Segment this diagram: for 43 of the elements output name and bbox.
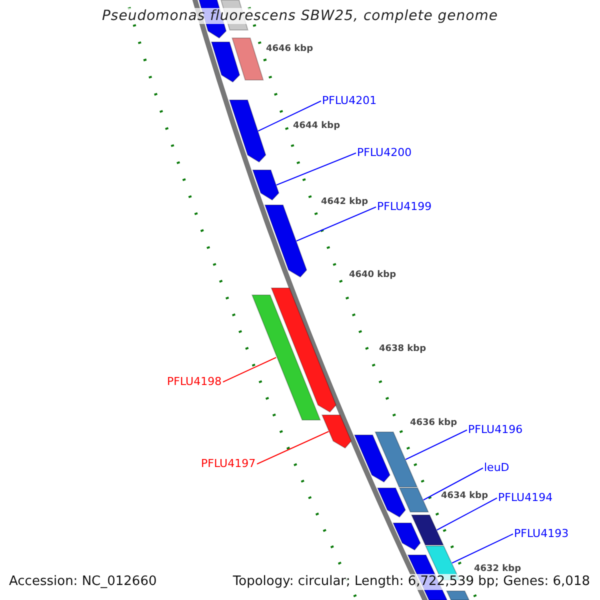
gene-bar xyxy=(251,294,321,420)
scale-label: 4644 kbp xyxy=(293,121,340,132)
leader-line xyxy=(276,152,356,186)
leader-line xyxy=(422,468,484,500)
gene-label: PFLU4197 xyxy=(201,457,256,470)
accession-text: Accession: NC_012660 xyxy=(9,574,157,590)
gene-bar xyxy=(398,488,430,512)
gene-label: PFLU4194 xyxy=(498,491,553,504)
gene-bar xyxy=(321,414,352,449)
scale-label: 4646 kbp xyxy=(266,44,314,55)
gene-bar xyxy=(270,288,337,413)
scale-label: 4642 kbp xyxy=(321,197,368,208)
gene-label: PFLU4201 xyxy=(322,94,377,107)
scale-label: 4638 kbp xyxy=(379,344,426,355)
gene-label: leuD xyxy=(484,461,510,474)
gene-bar xyxy=(354,434,390,483)
scale-label: 4636 kbp xyxy=(410,418,458,429)
gene-bar xyxy=(376,488,406,518)
leader-line xyxy=(222,357,277,382)
gene-label: PFLU4200 xyxy=(357,146,412,159)
gene-bar xyxy=(232,38,264,80)
gene-label: PFLU4199 xyxy=(377,200,432,213)
gene-bar xyxy=(392,522,421,551)
gene-label: PFLU4193 xyxy=(514,527,569,540)
title: Pseudomonas fluorescens SBW25, complete genome xyxy=(102,8,498,24)
gene-label: PFLU4196 xyxy=(468,423,523,436)
leader-line xyxy=(405,430,468,460)
scale-label: 4632 kbp xyxy=(474,564,522,575)
scale-label: 4634 kbp xyxy=(441,491,488,502)
gene-bar xyxy=(264,204,308,278)
gene-bar xyxy=(252,170,280,201)
gene-bar xyxy=(410,514,444,546)
leader-line xyxy=(256,431,330,464)
gene-bar xyxy=(374,432,418,488)
leader-line xyxy=(436,498,498,530)
gene-bar xyxy=(210,42,240,83)
scale-label: 4640 kbp xyxy=(349,270,396,281)
gene-label: PFLU4198 xyxy=(167,375,222,388)
leader-line xyxy=(296,206,376,242)
genome-summary-text: Topology: circular; Length: 6,722,539 bp; Genes: 6,018 xyxy=(232,574,590,590)
leader-line xyxy=(452,534,514,564)
leader-line xyxy=(258,100,322,132)
gene-bar xyxy=(228,100,266,163)
